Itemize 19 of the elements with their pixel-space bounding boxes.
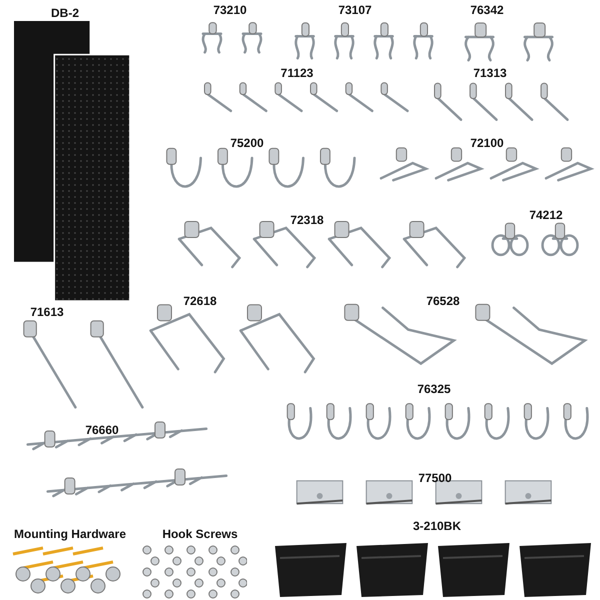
part-number: 3-210BK	[412, 519, 462, 533]
part-number: 75200	[230, 136, 264, 150]
part-number: 72618	[183, 294, 217, 308]
part-number: 72318	[290, 213, 324, 227]
part-number: DB-2	[51, 6, 79, 20]
part-label: Mounting Hardware	[14, 527, 126, 541]
part-number: 77500	[418, 471, 452, 485]
part-number: 76325	[417, 382, 451, 396]
part-label: Hook Screws	[162, 527, 238, 541]
part-number: 74212	[529, 208, 563, 222]
part-number: 72100	[470, 136, 504, 150]
part-number: 71613	[30, 305, 64, 319]
part-number: 73107	[338, 3, 372, 17]
part-number: 71123	[280, 66, 314, 80]
part-number: 76528	[426, 294, 460, 308]
part-number: 76660	[85, 423, 119, 437]
part-number: 76342	[470, 3, 504, 17]
part-number: 73210	[213, 3, 247, 17]
part-number: 71313	[473, 66, 507, 80]
